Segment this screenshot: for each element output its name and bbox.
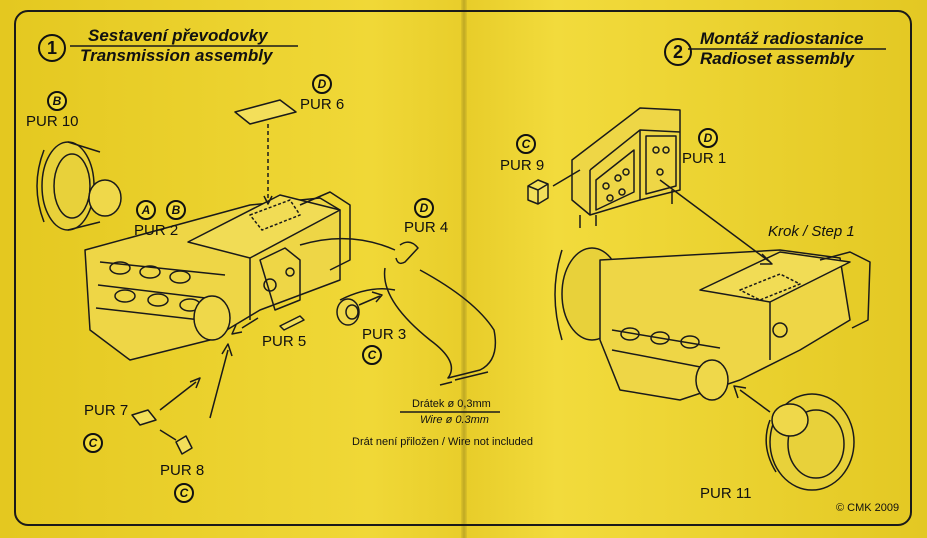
- badge-pur10: B: [47, 91, 67, 111]
- label-pur5: PUR 5: [262, 333, 307, 350]
- badge-pur8: C: [174, 483, 194, 503]
- label-pur2: PUR 2: [134, 222, 179, 239]
- step2-title-en: Radioset assembly: [700, 49, 855, 68]
- label-pur4: PUR 4: [404, 219, 449, 236]
- label-pur3: PUR 3: [362, 326, 407, 343]
- badge-pur6: D: [312, 74, 332, 94]
- wire-note-en: Wire ø 0.3mm: [420, 414, 489, 426]
- step2-krok: Krok / Step 1: [768, 223, 855, 240]
- page-fold: [461, 0, 467, 538]
- label-pur11: PUR 11: [700, 485, 752, 502]
- label-pur7: PUR 7: [84, 402, 129, 419]
- badge-pur7: C: [83, 433, 103, 453]
- wheel-pur11-drawing: [733, 385, 855, 491]
- badge-pur2-a: A: [136, 200, 156, 220]
- plate-pur6-drawing: [234, 99, 297, 205]
- copyright: © CMK 2009: [836, 502, 900, 514]
- badge-pur3: C: [362, 345, 382, 365]
- badge-pur9: C: [516, 134, 536, 154]
- label-pur8: PUR 8: [160, 462, 205, 479]
- step1-number: 1: [38, 34, 66, 62]
- badge-pur2-b: B: [166, 200, 186, 220]
- step1-title-en: Transmission assembly: [80, 46, 273, 65]
- radioset-pur1-drawing: [571, 107, 681, 228]
- small-parts-pur7-pur8-drawing: [131, 343, 233, 455]
- label-pur6: PUR 6: [300, 96, 345, 113]
- wire-note-cz: Drátek ø 0,3mm: [412, 398, 491, 410]
- box-pur9-drawing: [527, 169, 581, 205]
- badge-pur4: D: [414, 198, 434, 218]
- wire-drawing: [299, 237, 497, 386]
- label-pur1: PUR 1: [682, 150, 727, 167]
- label-pur10: PUR 10: [26, 113, 79, 130]
- step2-number: 2: [664, 38, 692, 66]
- engine-right-drawing: [554, 179, 871, 401]
- badge-pur1: D: [698, 128, 718, 148]
- step1-title-cz: Sestavení převodovky: [88, 26, 268, 45]
- rod-pur5-drawing: [231, 315, 305, 335]
- wheel-pur10-drawing: [36, 141, 122, 231]
- step2-title-cz: Montáž radiostanice: [700, 29, 864, 48]
- engine-block-drawing: [84, 191, 351, 361]
- label-pur9: PUR 9: [500, 157, 545, 174]
- page-frame: [14, 10, 912, 526]
- wire-not-included-note: Drát není přiložen / Wire not included: [352, 436, 533, 448]
- cylinder-pur3-drawing: [336, 291, 383, 326]
